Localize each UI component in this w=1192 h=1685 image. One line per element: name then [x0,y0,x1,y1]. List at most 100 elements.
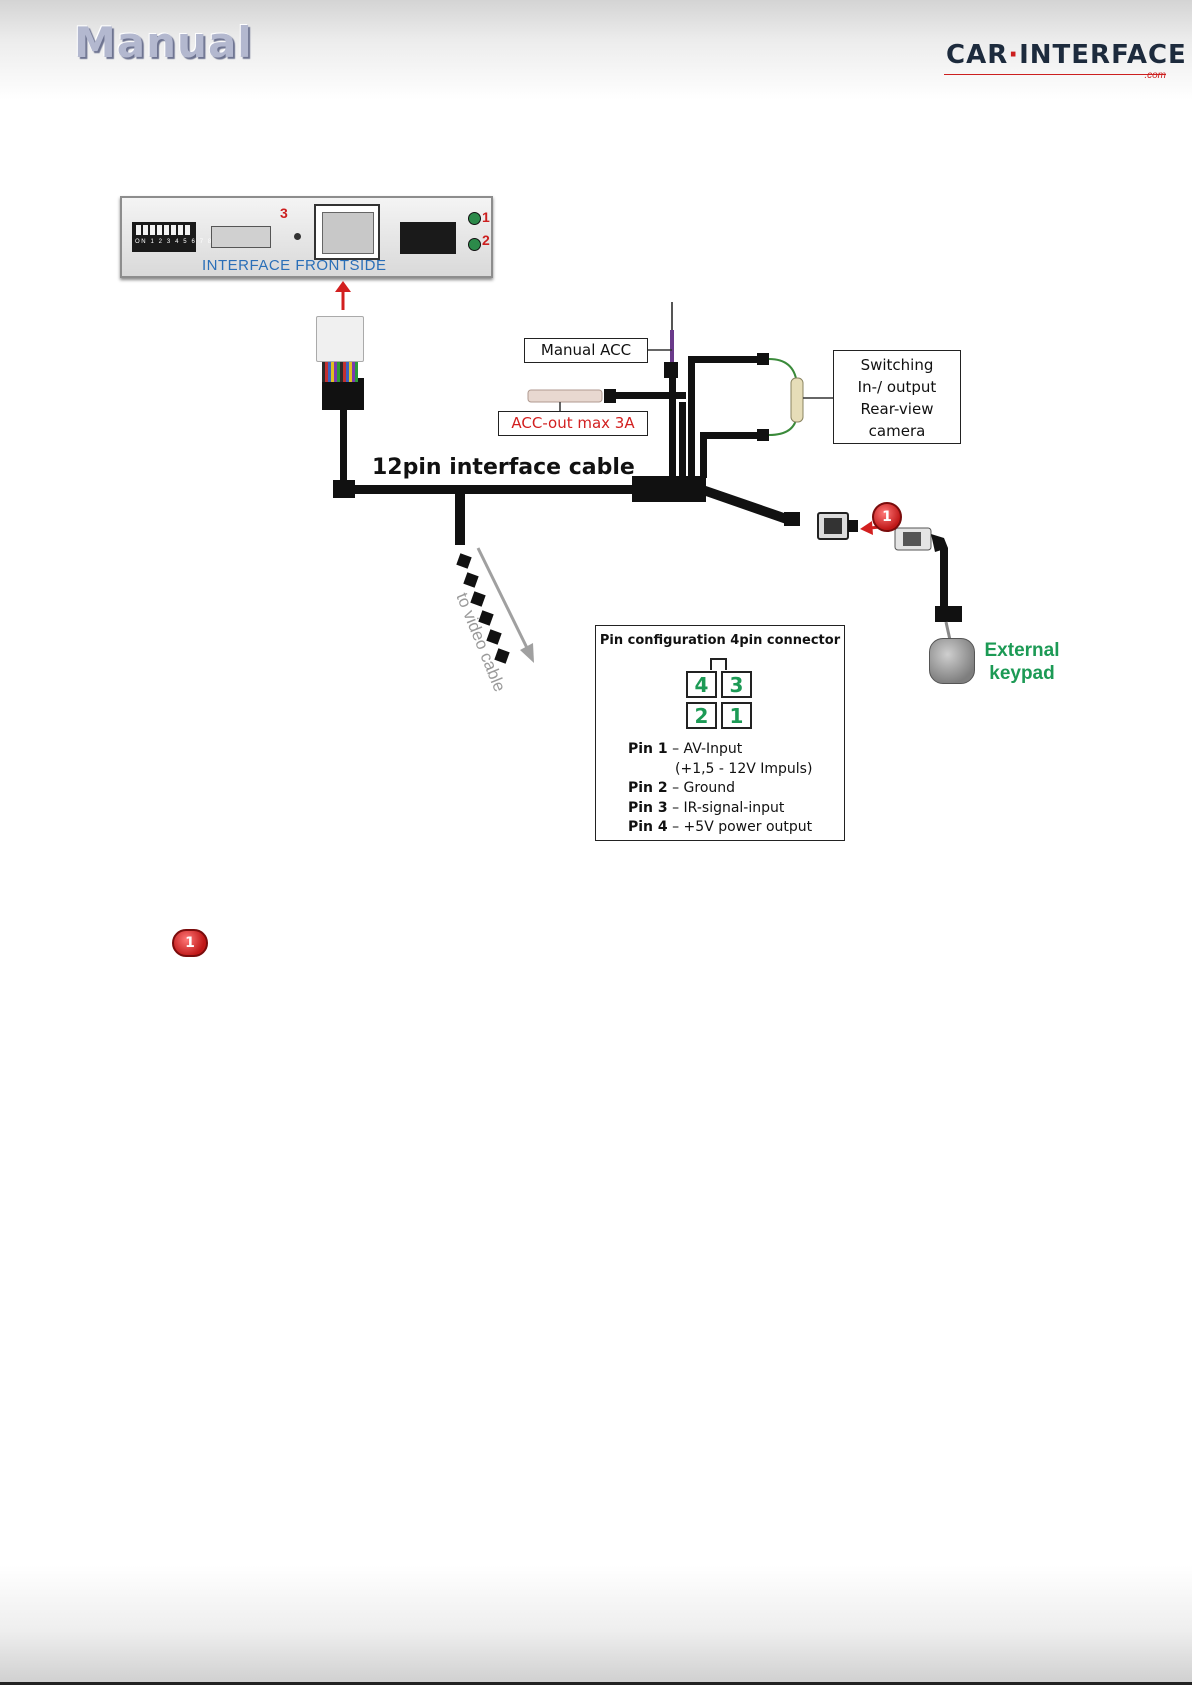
inline-fuse [790,377,804,423]
status-led [294,233,301,240]
switch-branch-1 [688,356,695,478]
switching-line: In-/ output [857,378,937,396]
cable-junction-right [632,476,706,502]
legend-badge: 1 [172,929,208,957]
dash-segment [486,629,502,645]
pin-cell: 4 [686,671,717,698]
plug-arrow-head [860,521,873,535]
pin-list: Pin 1 – AV-Input (+1,5 - 12V Impuls) Pin… [628,740,812,838]
footer-line [0,1682,1192,1685]
main-cable [345,485,635,494]
pin-line: (+1,5 - 12V Impuls) [628,760,812,780]
module-label: INTERFACE FRONTSIDE [202,257,387,274]
external-keypad-label: External keypad [974,639,1070,685]
keypad-cord-end [935,606,962,622]
acc-out-plug [527,389,603,403]
dip-switch-block: ON 1 2 3 4 5 6 7 8 [132,222,211,252]
acc-branch-end [664,362,678,378]
pin-grid: 4 3 2 1 [686,658,752,729]
dash-segment [470,591,486,607]
pin-desc: – Ground [667,780,736,796]
logo-right: INTERFACE [1019,40,1187,70]
dash-segment [494,648,510,664]
keypad-label-line: External [984,640,1060,661]
plug-cable [340,408,347,488]
pin-number: Pin 3 [628,799,668,816]
dip-switch [178,225,183,235]
switch-branch-2 [700,432,707,478]
terminal-screw-1 [468,212,481,225]
pin-number: Pin 2 [628,780,668,796]
dip-switch [164,225,169,235]
pin-line: Pin 3 – IR-signal-input [628,799,812,819]
switching-line: Rear-view [860,400,934,418]
dash-segment [456,553,472,569]
insert-arrow-head [335,281,351,292]
acc-out-wire [608,392,686,399]
dip-switch [157,225,162,235]
keypad-label-line: keypad [989,663,1055,684]
keypad-icon [929,638,975,684]
video-arrow-head [520,643,534,663]
small-connector [211,226,271,248]
pin-grid-tab [710,658,727,670]
pin-line: Pin 4 – +5V power output [628,818,812,838]
connector-male-boot [931,534,948,552]
dip-switch [136,225,141,235]
socket-pins [322,212,374,254]
pin-line: Pin 1 – AV-Input [628,740,812,760]
pin-line: Pin 2 – Ground [628,779,812,799]
dash-segment [478,610,494,626]
acc-out-terminal [604,389,616,403]
marker-1: 1 [482,209,490,225]
dip-switch [171,225,176,235]
marker-2: 2 [482,232,490,248]
keypad-cable-terminal [784,512,800,526]
pin-desc: (+1,5 - 12V Impuls) [675,760,813,777]
video-arrow-shaft [476,547,530,651]
logo-left: CAR [946,40,1009,70]
switching-line: camera [868,422,926,440]
switching-label: Switching In-/ output Rear-view camera [833,350,961,444]
keypad-cord [940,548,948,608]
video-branch [455,490,465,545]
pin-desc: – AV-Input [667,741,743,757]
12pin-plug [316,316,364,362]
dip-labels: ON 1 2 3 4 5 6 7 8 [135,239,213,245]
header-bar [0,0,1192,100]
cable-label: 12pin interface cable [372,455,635,480]
acc-branch [669,372,676,478]
step-badge: 1 [872,502,902,532]
switching-line: Switching [860,356,934,374]
logo-text: CAR·INTERFACE [946,40,1187,70]
pin-desc: – IR-signal-input [667,799,785,816]
pin-cell: 1 [721,702,752,729]
page-title: Manual [74,18,253,67]
logo-suffix: .com [1144,70,1166,81]
dip-switch [185,225,190,235]
dash-segment [463,572,479,588]
acc-out-branch [679,402,686,478]
pin-number: Pin 1 [628,741,668,757]
plug-boot [322,378,364,410]
footer-bar [0,1565,1192,1685]
marker-3: 3 [280,205,288,221]
12pin-socket [314,204,380,260]
switch-wire-top [688,356,760,363]
connector-male-pins [903,532,921,546]
logo-underline [944,74,1166,75]
connector-female-pins [824,518,842,534]
manual-acc-label: Manual ACC [524,338,648,363]
multipin-connector [400,222,456,254]
plug-wires [322,362,358,382]
interface-module: ON 1 2 3 4 5 6 7 8 3 1 2 INTERFACE FRONT… [120,196,493,278]
switch-terminal-bottom [757,429,769,441]
pin-number: Pin 4 [628,819,668,835]
pin-config-title: Pin configuration 4pin connector [599,633,841,648]
switch-terminal-top [757,353,769,365]
terminal-screw-2 [468,238,481,251]
pin-cell: 3 [721,671,752,698]
logo-dot: · [1008,40,1020,70]
keypad-cable [700,486,790,524]
